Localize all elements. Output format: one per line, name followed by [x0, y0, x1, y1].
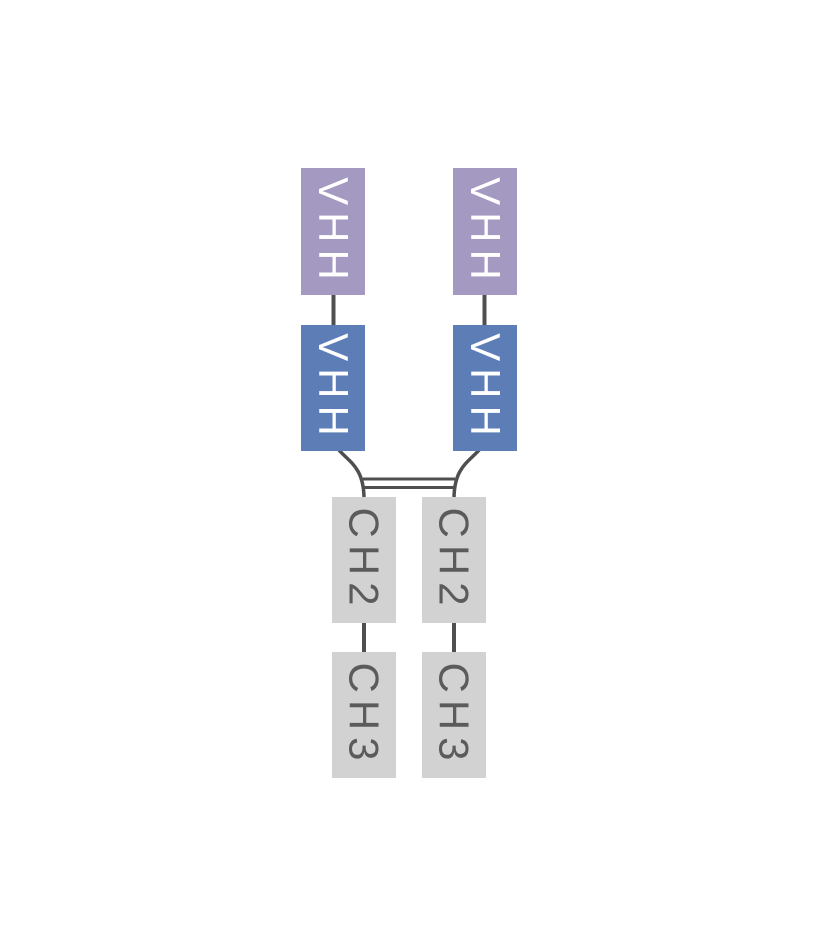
vhh-domain-top-right: VHH	[453, 168, 517, 295]
vhh-domain-top-left: VHH	[301, 168, 365, 295]
ch2-domain-label: CH2	[341, 507, 388, 613]
ch3-domain-right: CH3	[422, 652, 486, 778]
ch3-domain-label: CH3	[431, 662, 478, 768]
vhh-domain-label: VHH	[310, 176, 357, 287]
vhh-domain-mid-left: VHH	[301, 325, 365, 451]
hinge-curve-right	[452, 447, 482, 500]
ch3-domain-left: CH3	[332, 652, 396, 778]
ch2-domain-right: CH2	[422, 497, 486, 623]
vhh-domain-label: VHH	[310, 333, 357, 443]
ch2-domain-label: CH2	[431, 507, 478, 613]
ch2-domain-left: CH2	[332, 497, 396, 623]
vhh-domain-mid-right: VHH	[453, 325, 517, 451]
vhh-domain-label: VHH	[462, 176, 509, 287]
ch3-domain-label: CH3	[341, 662, 388, 768]
vhh-domain-label: VHH	[462, 333, 509, 443]
hinge-curve-left	[336, 447, 366, 500]
